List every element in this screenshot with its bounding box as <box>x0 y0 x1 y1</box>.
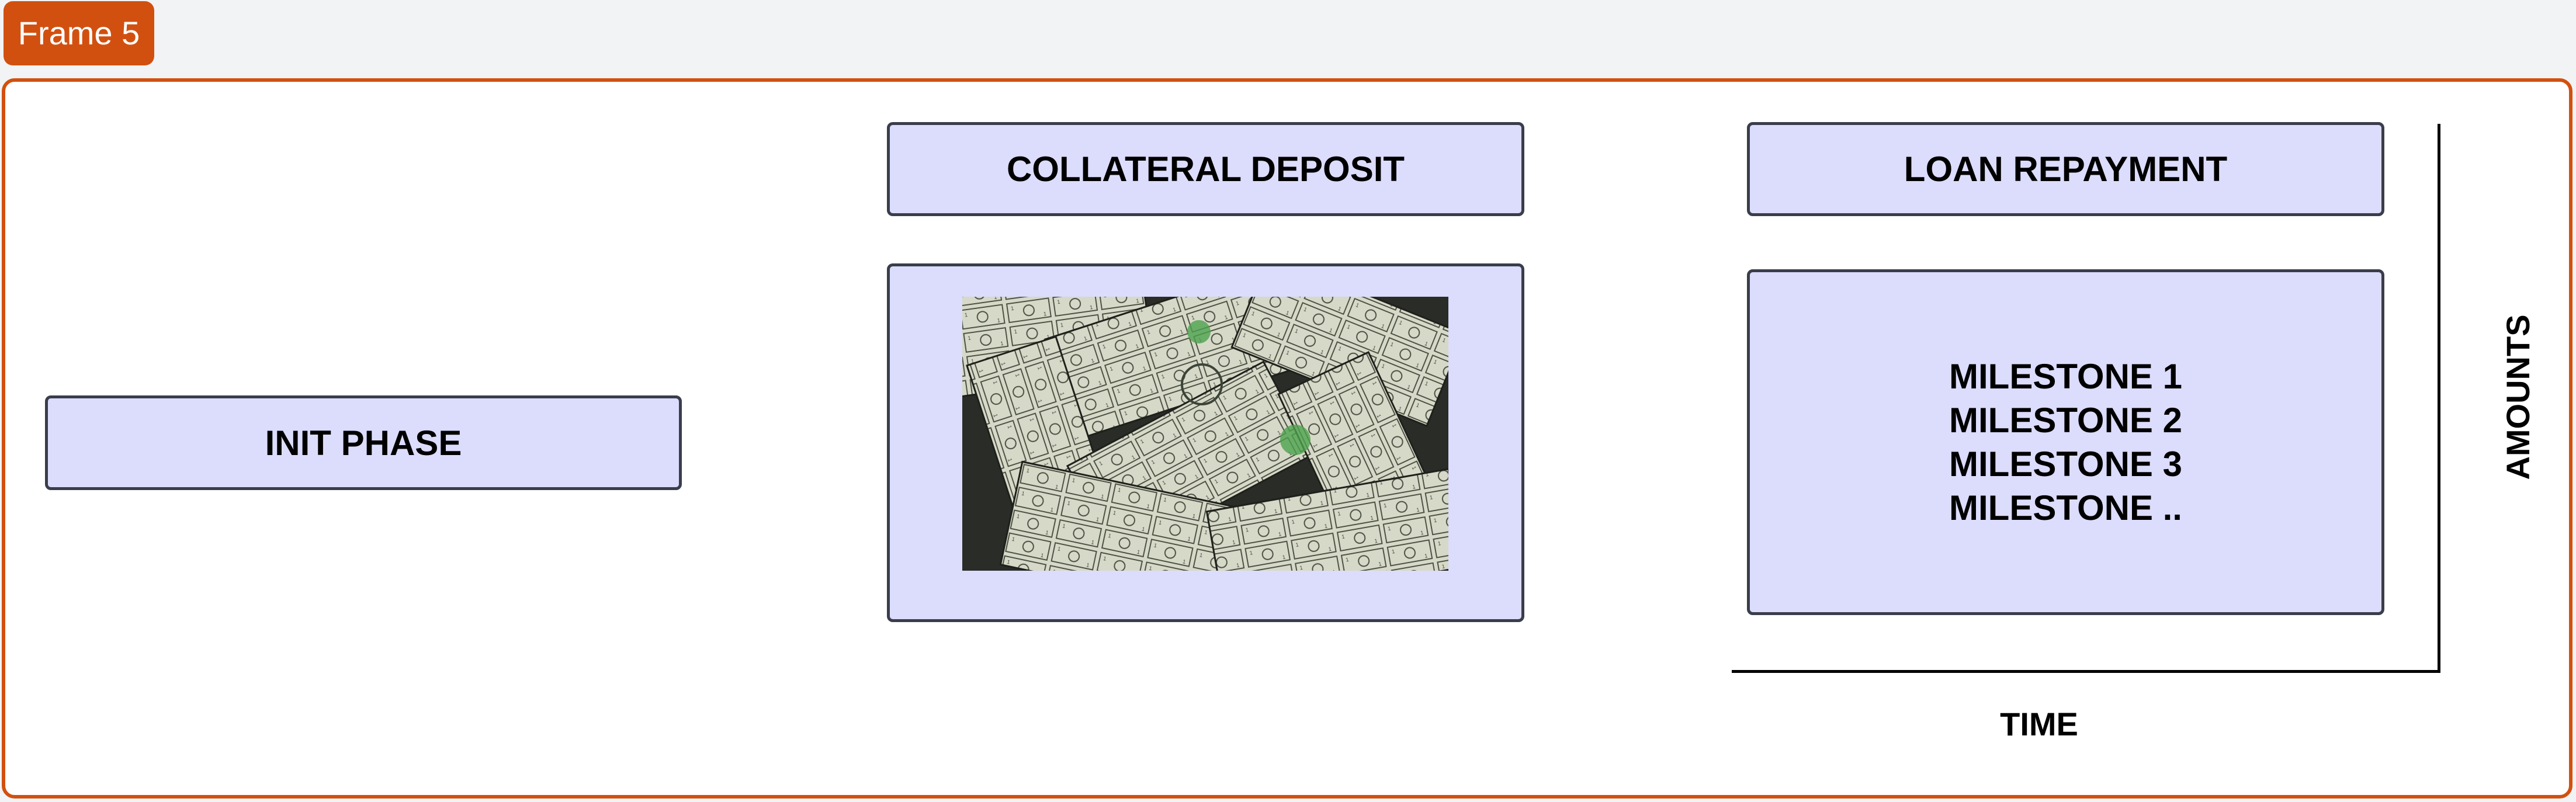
init-phase-box[interactable]: INIT PHASE <box>45 395 682 490</box>
time-axis-label: TIME <box>2000 706 2078 742</box>
collateral-deposit-box[interactable]: COLLATERAL DEPOSIT <box>887 122 1524 216</box>
time-axis-line <box>1732 670 2440 673</box>
dollar-bills-image: 1 1 <box>962 297 1448 571</box>
milestone-item: MILESTONE 3 <box>1949 445 2182 484</box>
bill-stack <box>962 297 1448 571</box>
amounts-axis-line <box>2438 124 2440 673</box>
milestone-item: MILESTONE 2 <box>1949 401 2182 440</box>
amounts-axis-label: AMOUNTS <box>2499 314 2536 480</box>
frame-tag[interactable]: Frame 5 <box>4 1 154 65</box>
milestone-item: MILESTONE .. <box>1949 488 2182 527</box>
init-phase-label: INIT PHASE <box>265 423 462 463</box>
collateral-deposit-label: COLLATERAL DEPOSIT <box>1006 150 1405 189</box>
loan-repayment-box[interactable]: LOAN REPAYMENT <box>1747 122 2384 216</box>
milestone-item: MILESTONE 1 <box>1949 357 2182 396</box>
milestones-box[interactable]: MILESTONE 1 MILESTONE 2 MILESTONE 3 MILE… <box>1747 269 2384 615</box>
loan-repayment-label: LOAN REPAYMENT <box>1904 150 2228 189</box>
